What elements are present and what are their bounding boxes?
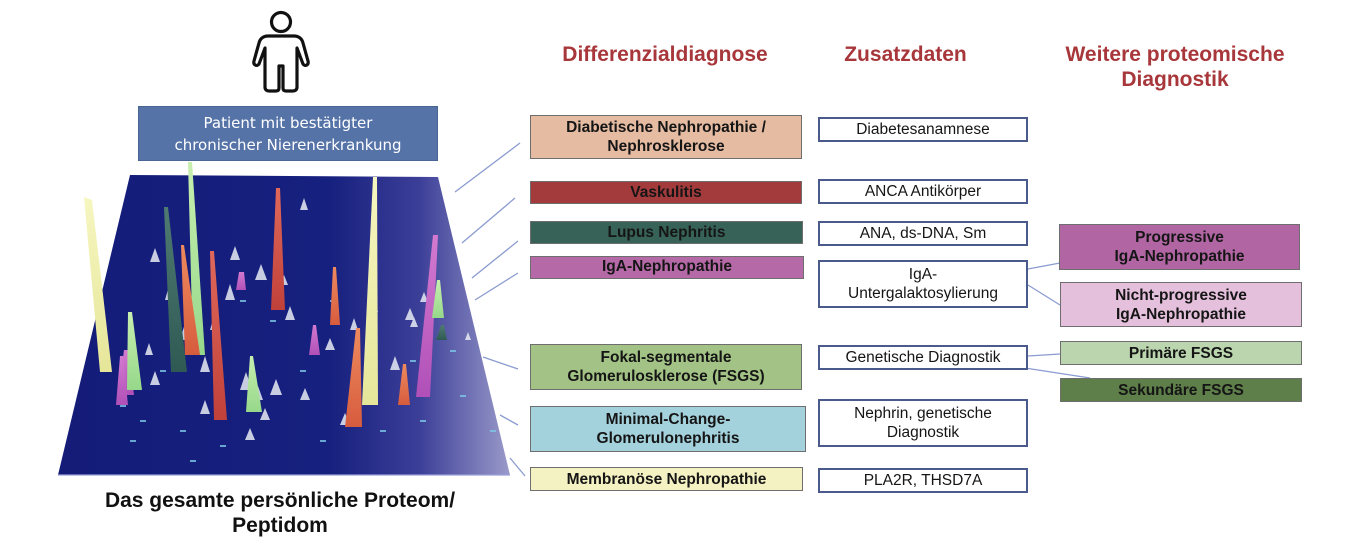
diagnosis-label: Membranöse Nephropathie <box>566 470 767 488</box>
diagnosis-iga-nephropathy: IgA-Nephropathie <box>530 256 804 279</box>
diagnosis-label: Vaskulitis <box>630 184 702 201</box>
further-nonprogressive-iga: Nicht-progressive IgA-Nephropathie <box>1060 282 1302 327</box>
person-icon <box>252 10 310 93</box>
diagnosis-vasculitis: Vaskulitis <box>530 181 802 204</box>
diagnosis-label-line1: Minimal-Change- <box>605 411 731 428</box>
further-label-line2: IgA-Nephropathie <box>1115 305 1247 323</box>
patient-label-box: Patient mit bestätigter chronischer Nier… <box>138 106 438 161</box>
patient-label-line1: Patient mit bestätigter <box>203 113 373 132</box>
additional-label: ANCA Antikörper <box>864 183 982 200</box>
diagnosis-label: Lupus Nephritis <box>607 224 726 241</box>
additional-genetic-diagnostics: Genetische Diagnostik <box>818 345 1028 370</box>
heading-further-diagnostics: Weitere proteomische Diagnostik <box>1040 42 1310 92</box>
diagnosis-label: IgA-Nephropathie <box>601 258 733 275</box>
further-label-line2: IgA-Nephropathie <box>1114 248 1245 265</box>
connector-membranous <box>509 457 526 477</box>
heading-further-line2: Diagnostik <box>1121 68 1229 91</box>
additional-label-line2: Diagnostik <box>886 424 960 441</box>
further-label: Primäre FSGS <box>1128 344 1234 362</box>
connector-mcgn <box>499 414 519 426</box>
further-progressive-iga: Progressive IgA-Nephropathie <box>1059 224 1300 270</box>
additional-anca-antibodies: ANCA Antikörper <box>818 179 1028 204</box>
additional-nephrin-genetic: Nephrin, genetische Diagnostik <box>818 399 1028 447</box>
additional-diabetes-history: Diabetesanamnese <box>818 117 1028 142</box>
connector-fsgs-primary <box>1027 353 1061 357</box>
further-primary-fsgs: Primäre FSGS <box>1060 341 1302 365</box>
diagnosis-label-line2: Glomerulonephritis <box>596 430 740 447</box>
tall-peaks <box>84 162 447 427</box>
diagnosis-membranous-nephropathy: Membranöse Nephropathie <box>530 467 803 491</box>
additional-label: ANA, ds-DNA, Sm <box>859 225 987 242</box>
small-peaks <box>145 198 471 440</box>
heading-further-line1: Weitere proteomische <box>1065 43 1285 66</box>
further-label-line1: Nicht-progressive <box>1115 286 1247 304</box>
proteome-caption: Das gesamte persönliche Proteom/ Peptido… <box>40 488 520 538</box>
connector-diabetic <box>454 142 521 193</box>
additional-label: PLA2R, THSD7A <box>863 472 983 489</box>
connector-iga-progressive <box>1027 262 1061 270</box>
diagnosis-minimal-change: Minimal-Change- Glomerulonephritis <box>530 406 806 452</box>
additional-ana-dsdna-sm: ANA, ds-DNA, Sm <box>818 221 1028 246</box>
additional-label: Genetische Diagnostik <box>845 349 1001 366</box>
diagnosis-label-line2: Nephrosklerose <box>607 138 725 155</box>
connector-iga <box>474 272 519 301</box>
additional-label-line1: IgA- <box>908 266 938 283</box>
diagnosis-label-line2: Glomerulosklerose (FSGS) <box>567 368 765 385</box>
connector-fsgs-secondary <box>1024 367 1091 379</box>
further-label: Sekundäre FSGS <box>1118 381 1244 399</box>
diagnosis-fsgs: Fokal-segmentale Glomerulosklerose (FSGS… <box>530 344 802 390</box>
additional-label: Diabetesanamnese <box>856 121 990 138</box>
connector-lupus <box>471 240 519 279</box>
additional-label-line1: Nephrin, genetische <box>854 405 992 422</box>
proteome-caption-line2: Peptidom <box>232 514 328 537</box>
additional-pla2r-thsd7a: PLA2R, THSD7A <box>818 468 1028 493</box>
diagnosis-diabetic-nephropathy: Diabetische Nephropathie / Nephroskleros… <box>530 115 802 159</box>
diagnosis-lupus-nephritis: Lupus Nephritis <box>530 221 803 244</box>
diagnosis-label-line1: Fokal-segmentale <box>600 349 732 366</box>
connector-iga-nonprogressive <box>1027 284 1061 306</box>
connector-fsgs <box>482 356 519 370</box>
patient-label-line2: chronischer Nierenerkrankung <box>174 135 402 154</box>
additional-iga-undergalactosylation: IgA- Untergalaktosylierung <box>818 260 1028 308</box>
further-label-line1: Progressive <box>1135 229 1224 246</box>
additional-label-line2: Untergalaktosylierung <box>848 285 998 302</box>
further-secondary-fsgs: Sekundäre FSGS <box>1060 378 1302 402</box>
heading-differential-diagnosis: Differenzialdiagnose <box>562 43 768 66</box>
heading-additional-data: Zusatzdaten <box>844 43 967 66</box>
proteome-caption-line1: Das gesamte persönliche Proteom/ <box>104 489 456 512</box>
proteome-landscape-image <box>58 162 510 476</box>
connector-vasculitis <box>461 197 516 244</box>
diagnosis-label-line1: Diabetische Nephropathie / <box>566 119 766 136</box>
